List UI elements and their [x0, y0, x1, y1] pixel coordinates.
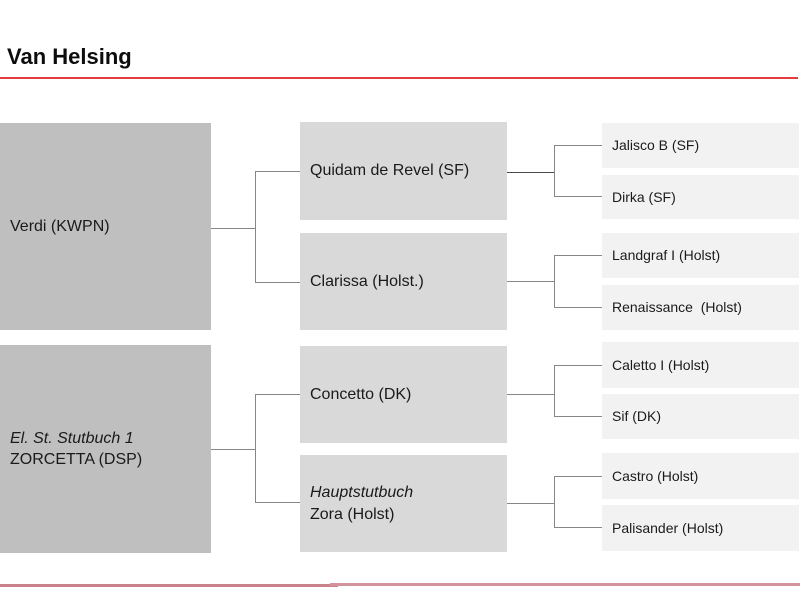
connector-dam-sire-branch-top [554, 365, 602, 366]
pedigree-box-dam-dam: Hauptstutbuch Zora (Holst) [300, 455, 507, 552]
horse-name: ZORCETTA (DSP) [10, 451, 143, 468]
connector-dam-vertical [255, 394, 256, 503]
pedigree-box-dam-sire-dam: Sif (DK) [602, 394, 799, 439]
horse-name: Landgraf I (Holst) [612, 247, 721, 264]
connector-sire-sire-branch-bottom [554, 196, 602, 197]
pedigree-box-sire-dam: Clarissa (Holst.) [300, 233, 507, 330]
connector-dam-sire-branch-bottom [554, 416, 602, 417]
connector-sire-dam-vertical [554, 255, 555, 308]
connector-sire-stem [211, 228, 255, 229]
connector-sire-sire-vertical [554, 145, 555, 197]
pedigree-box-dam-sire: Concetto (DK) [300, 346, 507, 443]
horse-name: Sif (DK) [612, 408, 661, 425]
connector-dam-dam-vertical [554, 476, 555, 528]
pedigree-box-dam-dam-sire: Castro (Holst) [602, 453, 799, 499]
horse-name: Caletto I (Holst) [612, 356, 710, 373]
horse-name: Renaissance (Holst) [612, 299, 742, 316]
connector-dam-stem [211, 449, 255, 450]
title-divider-rule [0, 77, 798, 79]
pedigree-box-dam-dam-dam: Palisander (Holst) [602, 505, 799, 551]
footer-rule-right [330, 583, 800, 586]
connector-dam-dam-branch-bottom [554, 527, 602, 528]
horse-name: Concetto (DK) [310, 385, 412, 403]
page-title: Van Helsing [7, 44, 132, 69]
horse-name: Clarissa (Holst.) [310, 272, 424, 290]
connector-sire-branch-bottom [255, 282, 300, 283]
connector-sire-branch-top [255, 171, 300, 172]
connector-dam-branch-bottom [255, 502, 300, 503]
studbook-prefix: El. St. Stutbuch 1 [10, 429, 134, 447]
connector-dam-dam-stem [507, 503, 554, 504]
pedigree-box-sire-sire-sire: Jalisco B (SF) [602, 123, 799, 168]
studbook-prefix: Hauptstutbuch [310, 484, 414, 502]
connector-dam-branch-top [255, 394, 300, 395]
connector-sire-sire-stem [507, 172, 554, 173]
horse-name: Verdi (KWPN) [10, 217, 110, 235]
footer-rule-left [0, 584, 338, 587]
pedigree-box-sire-sire: Quidam de Revel (SF) [300, 122, 507, 220]
pedigree-box-sire-dam-dam: Renaissance (Holst) [602, 285, 799, 330]
horse-name: Castro (Holst) [612, 467, 699, 484]
connector-sire-dam-branch-bottom [554, 307, 602, 308]
pedigree-box-sire-dam-sire: Landgraf I (Holst) [602, 233, 799, 278]
connector-dam-sire-vertical [554, 365, 555, 417]
connector-dam-dam-branch-top [554, 476, 602, 477]
pedigree-box-sire-sire-dam: Dirka (SF) [602, 175, 799, 219]
connector-sire-sire-branch-top [554, 145, 602, 146]
pedigree-box-dam: El. St. Stutbuch 1 ZORCETTA (DSP) [0, 345, 211, 553]
connector-sire-dam-stem [507, 281, 554, 282]
horse-name: Palisander (Holst) [612, 519, 724, 536]
horse-name: Quidam de Revel (SF) [310, 162, 470, 180]
horse-name: Zora (Holst) [310, 505, 395, 523]
pedigree-box-sire: Verdi (KWPN) [0, 123, 211, 330]
horse-name: Dirka (SF) [612, 188, 676, 205]
pedigree-box-dam-sire-sire: Caletto I (Holst) [602, 342, 799, 388]
connector-sire-dam-branch-top [554, 255, 602, 256]
connector-dam-sire-stem [507, 394, 554, 395]
connector-sire-vertical [255, 171, 256, 283]
horse-name: Jalisco B (SF) [612, 137, 700, 154]
